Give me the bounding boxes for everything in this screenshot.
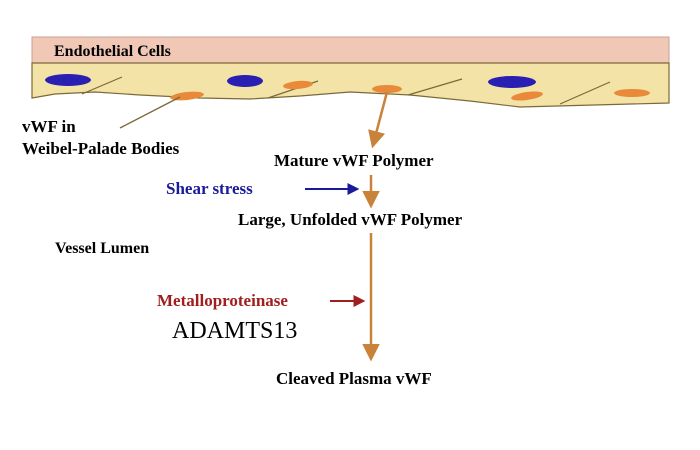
nucleus xyxy=(227,75,263,87)
vwf-in-label: vWF in xyxy=(22,117,76,136)
weibel-palade-body xyxy=(511,91,543,101)
vessel-lumen-label: Vessel Lumen xyxy=(55,240,150,257)
exocytosis-arrow xyxy=(368,91,389,149)
cell-junction xyxy=(559,81,611,105)
shear-stress-label: Shear stress xyxy=(166,179,253,198)
cleaved-plasma-vwf-label: Cleaved Plasma vWF xyxy=(276,369,432,388)
cell-junction xyxy=(407,78,463,96)
endothelial-band xyxy=(31,36,670,64)
cell-layer xyxy=(31,62,670,108)
weibel-palade-body xyxy=(614,89,650,97)
metalloproteinase-label: Metalloproteinase xyxy=(157,291,288,310)
weibel-palade-body xyxy=(283,80,313,90)
wpb-pointer-line xyxy=(119,96,181,129)
cell-junction xyxy=(81,76,123,95)
mature-polymer-label: Mature vWF Polymer xyxy=(274,151,434,170)
nucleus xyxy=(488,76,536,88)
endothelial-cells-label: Endothelial Cells xyxy=(54,43,171,60)
weibel-palade-body xyxy=(372,85,402,93)
weibel-palade-label: Weibel-Palade Bodies xyxy=(22,139,180,158)
adamts13-label: ADAMTS13 xyxy=(172,318,298,344)
large-unfolded-polymer-label: Large, Unfolded vWF Polymer xyxy=(238,210,463,229)
nucleus xyxy=(45,74,91,86)
